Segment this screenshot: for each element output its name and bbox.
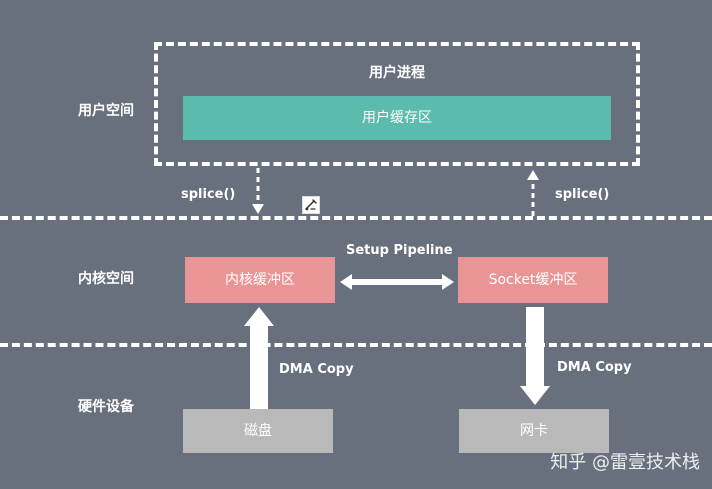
hardware-label: 硬件设备 bbox=[78, 399, 134, 415]
edit-icon bbox=[302, 196, 320, 214]
left-dma-label: DMA Copy bbox=[279, 362, 354, 377]
socket-buffer-label: Socket缓冲区 bbox=[488, 272, 578, 288]
user-process-title: 用户进程 bbox=[369, 65, 425, 81]
setup-pipeline-label: Setup Pipeline bbox=[346, 243, 453, 258]
user-buffer-box: 用户缓存区 bbox=[183, 96, 611, 140]
nic-box: 网卡 bbox=[459, 409, 609, 453]
disk-label: 磁盘 bbox=[244, 423, 272, 439]
pipeline-double-arrow bbox=[340, 274, 454, 290]
user-process-boundary bbox=[154, 42, 640, 166]
right-splice-label: splice() bbox=[555, 187, 610, 202]
socket-buffer-box: Socket缓冲区 bbox=[458, 257, 608, 303]
user-kernel-divider bbox=[0, 216, 712, 220]
kernel-buffer-label: 内核缓冲区 bbox=[225, 272, 295, 288]
right-dma-arrow bbox=[520, 307, 550, 405]
kernel-hardware-divider bbox=[0, 343, 712, 347]
left-splice-arrow bbox=[252, 168, 264, 214]
right-dma-label: DMA Copy bbox=[557, 360, 632, 375]
disk-box: 磁盘 bbox=[183, 409, 333, 453]
watermark-text: 知乎 @雷壹技术栈 bbox=[550, 452, 700, 473]
left-splice-label: splice() bbox=[181, 187, 236, 202]
kernel-space-label: 内核空间 bbox=[78, 271, 134, 287]
kernel-buffer-box: 内核缓冲区 bbox=[185, 257, 335, 303]
left-dma-arrow bbox=[244, 307, 274, 409]
user-buffer-label: 用户缓存区 bbox=[362, 110, 432, 126]
right-splice-arrow bbox=[527, 170, 539, 216]
nic-label: 网卡 bbox=[520, 423, 548, 439]
user-space-label: 用户空间 bbox=[78, 103, 134, 119]
